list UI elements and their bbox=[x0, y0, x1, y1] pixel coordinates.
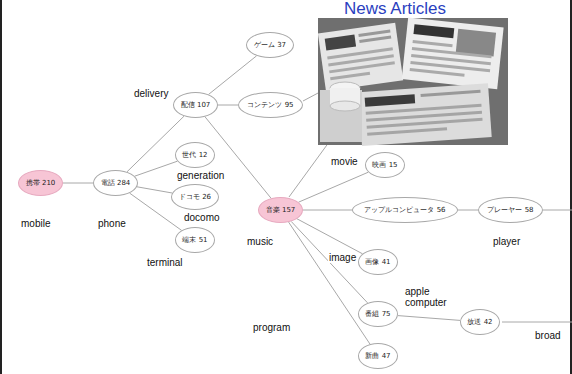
branch-line bbox=[543, 210, 572, 211]
english-label: program bbox=[252, 322, 291, 333]
term-node: アップルコンピュータ 56 bbox=[352, 197, 458, 223]
node-term: ゲーム 37 bbox=[254, 41, 286, 50]
term-node: 番組 75 bbox=[358, 301, 398, 327]
association-line bbox=[299, 172, 369, 202]
node-term: プレーヤー 58 bbox=[487, 206, 533, 215]
association-line bbox=[135, 161, 178, 176]
diagram-title: News Articles bbox=[344, 0, 446, 18]
english-label: player bbox=[492, 236, 521, 247]
node-term: ドコモ 26 bbox=[179, 193, 211, 202]
association-line bbox=[209, 56, 257, 95]
node-term: 新曲 47 bbox=[365, 352, 390, 361]
association-line bbox=[218, 105, 238, 106]
highlight-node: 音楽 157 bbox=[258, 197, 303, 223]
association-line bbox=[63, 183, 93, 184]
node-term: 配信 107 bbox=[181, 101, 211, 110]
node-term: 画像 41 bbox=[365, 258, 390, 267]
english-label: music bbox=[246, 236, 274, 247]
english-label: apple computer bbox=[404, 286, 458, 308]
branch-line bbox=[289, 138, 332, 197]
term-node: ゲーム 37 bbox=[246, 32, 294, 58]
term-node: 放送 42 bbox=[460, 309, 500, 335]
association-line bbox=[291, 221, 367, 303]
node-term: 放送 42 bbox=[467, 318, 492, 327]
node-term: 映画 15 bbox=[372, 161, 397, 170]
frame-line bbox=[570, 0, 572, 374]
english-label: generation bbox=[176, 170, 225, 181]
node-term: 携帯 210 bbox=[26, 179, 56, 188]
association-line bbox=[205, 117, 271, 198]
node-term: コンテンツ 95 bbox=[247, 101, 293, 110]
association-line bbox=[127, 116, 184, 172]
association-line bbox=[303, 210, 352, 211]
frame-line bbox=[0, 0, 2, 374]
node-term: 端末 51 bbox=[182, 236, 207, 245]
english-label: movie bbox=[330, 156, 359, 167]
association-line bbox=[137, 187, 172, 193]
english-label: mobile bbox=[20, 218, 51, 229]
english-label: docomo bbox=[183, 212, 221, 223]
node-term: 世代 12 bbox=[182, 151, 207, 160]
term-node: 配信 107 bbox=[173, 92, 218, 118]
term-node: 世代 12 bbox=[175, 142, 215, 168]
term-node: プレーヤー 58 bbox=[478, 197, 543, 223]
term-node: 電話 284 bbox=[93, 170, 138, 196]
association-line bbox=[458, 210, 478, 211]
node-term: 番組 75 bbox=[365, 310, 390, 319]
english-label: image bbox=[328, 252, 357, 263]
english-label: phone bbox=[97, 218, 127, 229]
node-term: アップルコンピュータ 56 bbox=[364, 206, 445, 215]
term-node: 映画 15 bbox=[365, 152, 405, 178]
term-node: 画像 41 bbox=[358, 249, 398, 275]
term-node: 新曲 47 bbox=[358, 343, 398, 369]
branch-line bbox=[502, 322, 572, 323]
english-label: delivery bbox=[133, 88, 169, 99]
term-node: コンテンツ 95 bbox=[238, 92, 303, 118]
highlight-node: 携帯 210 bbox=[18, 170, 63, 196]
node-term: 音楽 157 bbox=[266, 206, 296, 215]
english-label: terminal bbox=[146, 257, 184, 268]
association-line bbox=[289, 222, 370, 344]
node-term: 電話 284 bbox=[101, 179, 131, 188]
english-label: broad bbox=[534, 330, 562, 341]
association-line bbox=[398, 316, 460, 321]
term-node: 端末 51 bbox=[175, 227, 215, 253]
term-node: ドコモ 26 bbox=[171, 184, 219, 210]
